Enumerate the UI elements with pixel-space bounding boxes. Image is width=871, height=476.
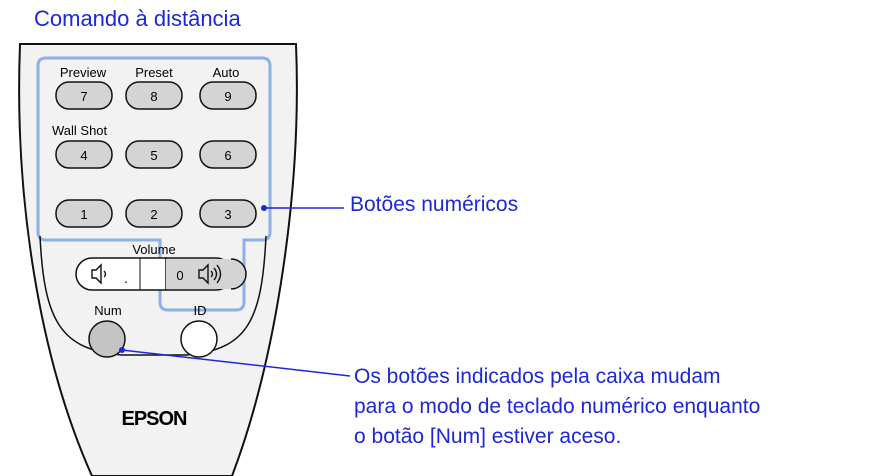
id-button[interactable] (180, 320, 218, 358)
note-line-1: Os botões indicados pela caixa mudam (354, 365, 721, 388)
note-line-2: para o modo de teclado numérico enquanto (354, 395, 761, 418)
note-line-3: o botão [Num] estiver aceso. (354, 425, 622, 448)
button-1[interactable]: 1 (55, 199, 113, 228)
button-8[interactable]: 8 (125, 81, 183, 110)
button-4-key: 4 (80, 148, 87, 163)
numeric-buttons-leader-dot (261, 205, 267, 211)
num-button-leader (121, 349, 351, 377)
button-3-key: 3 (224, 207, 231, 222)
button-6-key: 6 (224, 148, 231, 163)
volume-right-key: 0 (176, 268, 183, 283)
num-mode-note: Os botões indicados pela caixa mudam par… (354, 362, 760, 452)
preview-label: Preview (60, 65, 107, 80)
page-title: Comando à distância (34, 6, 241, 31)
button-2-key: 2 (150, 207, 157, 222)
button-5-key: 5 (150, 148, 157, 163)
button-3[interactable]: 3 (199, 199, 257, 228)
numeric-buttons-callout: Botões numéricos (350, 193, 519, 216)
volume-down-icon (91, 263, 107, 285)
volume-up-icon (198, 263, 222, 285)
wall-shot-label: Wall Shot (52, 123, 108, 138)
numeric-highlight-box (36, 56, 272, 312)
button-2[interactable]: 2 (125, 199, 183, 228)
button-8-key: 8 (150, 89, 157, 104)
preset-label: Preset (135, 65, 173, 80)
button-9-key: 9 (224, 89, 231, 104)
button-7-key: 7 (80, 89, 87, 104)
button-4[interactable]: 4 (55, 140, 113, 169)
num-button[interactable] (88, 320, 126, 358)
button-5[interactable]: 5 (125, 140, 183, 169)
button-9[interactable]: 9 (199, 81, 257, 110)
button-6[interactable]: 6 (199, 140, 257, 169)
brand-logo: EPSON (121, 408, 187, 430)
button-1-key: 1 (80, 207, 87, 222)
auto-label: Auto (213, 65, 240, 80)
num-label: Num (94, 303, 121, 318)
num-button-leader-dot (119, 347, 125, 353)
volume-label: Volume (132, 242, 175, 257)
id-label: ID (194, 303, 207, 318)
lower-panel-outline (39, 235, 267, 356)
button-7[interactable]: 7 (55, 81, 113, 110)
volume-left-key: . (124, 270, 128, 286)
